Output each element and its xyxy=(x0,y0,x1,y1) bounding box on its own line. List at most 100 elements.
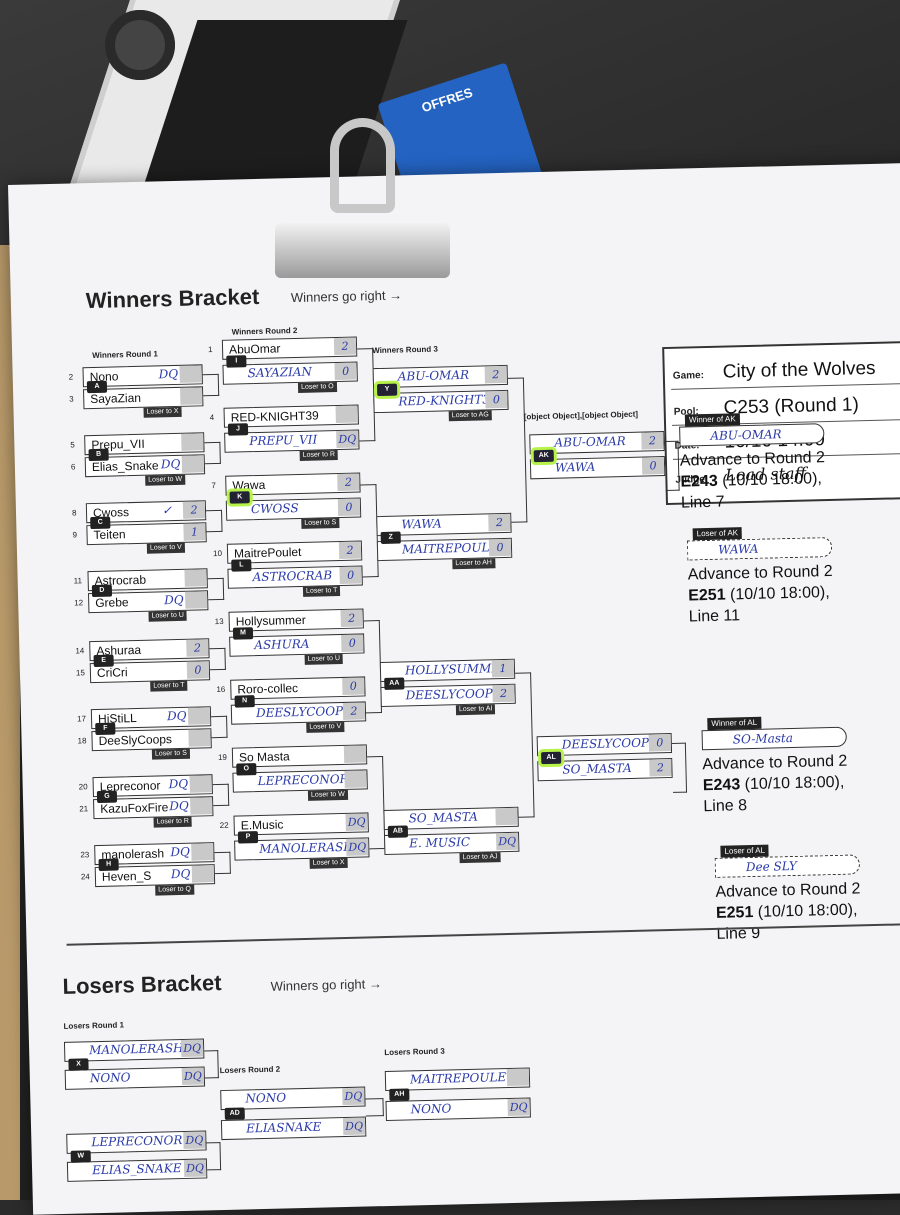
score-cell: DQ xyxy=(343,1118,365,1136)
bracket-connector xyxy=(365,1098,383,1116)
player-name: MaitrePoulet xyxy=(234,545,302,561)
score-cell xyxy=(180,387,202,405)
w-r1-d-match-badge: D xyxy=(92,585,112,597)
seed-number: 7 xyxy=(211,481,216,490)
bracket-connector xyxy=(508,377,528,522)
binder-clip xyxy=(275,118,450,283)
winners-round2-label: Winners Round 2 xyxy=(232,326,298,337)
score-cell: 2 xyxy=(183,501,205,519)
handwritten-entry: CWOSS xyxy=(251,501,299,516)
score-cell: 0 xyxy=(642,457,664,475)
player-name: So Masta xyxy=(239,749,290,764)
seed-number: 18 xyxy=(77,736,86,745)
w-r1-d-loser-note: Loser to U xyxy=(148,611,187,622)
w-r2-m-match-badge: M xyxy=(233,627,253,639)
w-r3-aa-match-badge: AA xyxy=(384,677,404,689)
w-r1-e-match-badge: E xyxy=(94,655,114,667)
handwritten-entry: DQ xyxy=(170,845,190,859)
winners-round1-label: Winners Round 1 xyxy=(92,349,158,360)
w-r3-y-match-badge: Y xyxy=(377,383,397,395)
player-name: E.Music xyxy=(241,817,284,832)
score-cell xyxy=(184,569,206,587)
score-cell: 0 xyxy=(334,363,356,381)
score-cell: 0 xyxy=(338,498,360,516)
w-r1-g-match-badge: G xyxy=(97,791,117,803)
score-cell: 2 xyxy=(485,366,507,384)
handwritten-entry: ELIAS_SNAKE xyxy=(92,1161,182,1177)
seed-number: 1 xyxy=(208,345,213,354)
seed-number: 14 xyxy=(75,646,84,655)
w-r1-b-match-badge: B xyxy=(88,449,108,461)
w-r2-o-match-badge: O xyxy=(236,763,256,775)
handwritten-entry: DQ xyxy=(164,593,184,607)
score-cell xyxy=(191,843,213,861)
w-r1-b-loser-note: Loser to W xyxy=(145,475,185,486)
seed-number: 10 xyxy=(213,549,222,558)
seed-number: 20 xyxy=(79,782,88,791)
seed-number: 2 xyxy=(69,372,74,381)
handwritten-entry: SO_MASTA xyxy=(408,810,478,826)
score-cell xyxy=(188,707,210,725)
result-name-box: Dee SLY xyxy=(715,854,860,878)
w-r1-h-match-badge: H xyxy=(98,859,118,871)
score-cell: 2 xyxy=(492,685,514,703)
w-r2-p-loser-note: Loser to X xyxy=(310,858,348,869)
w-r1-h-loser-note: Loser to Q xyxy=(155,885,194,896)
handwritten-entry: RED-KNIGHT39 xyxy=(398,392,498,408)
seed-number: 6 xyxy=(71,462,76,471)
w-r3-ab-loser-note: Loser to AJ xyxy=(459,852,500,863)
winners-round3-label: Winners Round 3 xyxy=(372,345,438,356)
score-cell xyxy=(344,770,366,788)
w-r1-f-match-badge: F xyxy=(95,723,115,735)
score-cell: DQ xyxy=(345,813,367,831)
score-cell: 2 xyxy=(186,639,208,657)
w-r2-j-match-badge: J xyxy=(228,423,248,435)
handwritten-entry: DQ xyxy=(169,799,189,813)
bracket-sheet: Winners Bracket Winners go right → Winne… xyxy=(8,163,900,1215)
handwritten-entry: WAWA xyxy=(555,460,596,475)
handwritten-entry: MANOLERASH xyxy=(259,840,354,856)
score-cell xyxy=(188,729,210,747)
score-cell xyxy=(507,1069,529,1087)
pool-value: C253 (Round 1) xyxy=(723,394,859,419)
w-r1-c-match-badge: C xyxy=(90,517,110,529)
handwritten-entry: ELIASNAKE xyxy=(246,1120,322,1136)
seed-number: 12 xyxy=(74,598,83,607)
player-name: Hollysummer xyxy=(236,613,306,629)
score-cell: 0 xyxy=(649,734,671,752)
handwritten-entry: DQ xyxy=(167,709,187,723)
handwritten-entry: ABU-OMAR xyxy=(554,434,626,450)
w-r1-a-loser-note: Loser to X xyxy=(143,407,181,418)
score-cell: DQ xyxy=(184,1159,206,1177)
handwritten-entry: DQ xyxy=(161,457,181,471)
w-r2-j-loser-note: Loser to R xyxy=(300,450,339,461)
handwritten-entry: NONO xyxy=(90,1070,131,1085)
w-r2-k-match-badge: K xyxy=(230,491,250,503)
handwritten-entry: LEPRECONOR xyxy=(91,1133,182,1149)
result-name-box: WAWA xyxy=(687,537,832,561)
score-cell: 0 xyxy=(342,677,364,695)
losers-round1-label: Losers Round 1 xyxy=(63,1020,124,1030)
seed-number: 11 xyxy=(74,576,83,585)
w-r2-p-match-badge: P xyxy=(238,831,258,843)
score-cell: 2 xyxy=(641,432,663,450)
winners-subtitle: Winners go right → xyxy=(291,287,403,305)
score-cell xyxy=(335,406,357,424)
score-cell xyxy=(190,797,212,815)
w-r3-z-loser-note: Loser to AH xyxy=(452,558,495,569)
score-cell: DQ xyxy=(507,1099,529,1117)
l-r3-ah-match-badge: AH xyxy=(389,1088,409,1100)
l-r1-x-match-badge: X xyxy=(68,1058,88,1070)
handwritten-entry: DQ xyxy=(159,367,179,381)
score-cell: 1 xyxy=(492,660,514,678)
w-r2-i-loser-note: Loser to O xyxy=(298,382,337,393)
w-r2-n-match-badge: N xyxy=(235,695,255,707)
handwritten-entry: MAITREPOULET xyxy=(410,1070,515,1087)
winners-semis-label: [object Object],[object Object] xyxy=(524,410,638,422)
score-cell: DQ xyxy=(342,1088,364,1106)
score-cell xyxy=(495,808,517,826)
